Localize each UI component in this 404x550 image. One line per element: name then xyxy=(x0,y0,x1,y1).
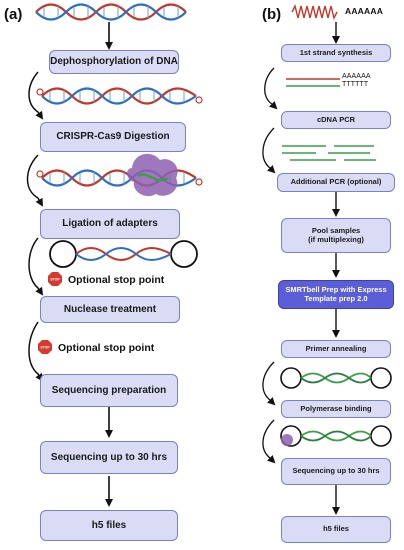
polymerase-icon xyxy=(281,434,293,446)
step-smrtbell-prep: SMRTbell Prep with Express Template prep… xyxy=(278,280,394,309)
step-additional-pcr: Additional PCR (optional) xyxy=(277,173,395,192)
mrna-wave-icon xyxy=(291,3,338,21)
step-ligation-adapters: Ligation of adapters xyxy=(40,209,180,239)
step-primer-annealing: Primer annealing xyxy=(281,340,391,358)
step-h5-files: h5 files xyxy=(40,510,178,541)
step-h5-files-b: h5 files xyxy=(281,516,391,543)
step-nuclease-treatment: Nuclease treatment xyxy=(40,296,180,323)
step-first-strand: 1st strand synthesis xyxy=(281,44,391,62)
polya-tail: AAAAAA xyxy=(345,6,384,16)
smrtbell-icon xyxy=(280,367,392,389)
dna-helix-icon xyxy=(36,87,203,105)
svg-text:STOP: STOP xyxy=(40,346,50,350)
stop-sign-icon: STOP xyxy=(38,340,52,354)
smrtbell-icon xyxy=(280,425,392,447)
svg-text:STOP: STOP xyxy=(50,278,60,282)
step-polymerase-binding: Polymerase binding xyxy=(281,400,391,418)
step-sequencing-30hrs-b: Sequencing up to 30 hrs xyxy=(281,458,391,485)
step-sequencing-30hrs: Sequencing up to 30 hrs xyxy=(40,441,178,474)
polya-strand: AAAAAA xyxy=(342,73,371,80)
polyt-strand: TTTTTT xyxy=(342,81,369,88)
stop-sign-icon: STOP xyxy=(48,272,62,286)
step-crispr-digestion: CRISPR-Cas9 Digestion xyxy=(40,122,186,152)
pcr-products-icon xyxy=(282,145,376,161)
panel-a-label: (a) xyxy=(4,6,23,23)
step-sequencing-preparation: Sequencing preparation xyxy=(40,374,178,407)
panel-b-label: (b) xyxy=(262,6,282,23)
step-cdna-pcr: cDNA PCR xyxy=(281,111,391,129)
optional-stop-label-1: Optional stop point xyxy=(68,274,165,286)
step-pool-samples: Pool samples (if multiplexing) xyxy=(281,218,391,253)
dna-helix-icon xyxy=(35,3,187,21)
optional-stop-label-2: Optional stop point xyxy=(58,342,155,354)
step-dephosphorylation: Dephosphorylation of DNA xyxy=(49,50,179,74)
smrtbell-icon xyxy=(49,240,198,268)
cas9-protein-icon xyxy=(127,153,178,197)
